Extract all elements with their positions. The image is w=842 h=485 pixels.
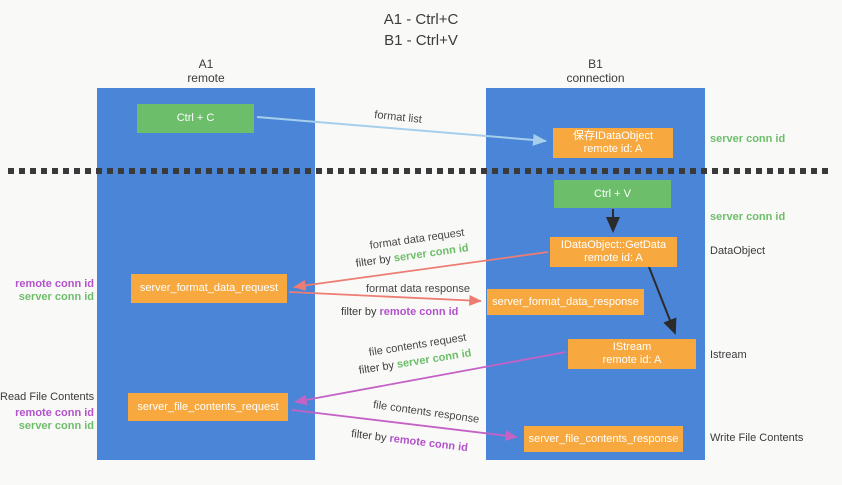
right-label-write-file-contents: Write File Contents	[710, 432, 804, 444]
node-server-file-contents-response: server_file_contents_response	[524, 426, 683, 452]
node-server-file-contents-response-label: server_file_contents_response	[528, 432, 679, 445]
node-server-file-contents-request-label: server_file_contents_request	[137, 400, 279, 413]
left-label-remote-conn-id-bottom: remote conn id	[15, 407, 94, 419]
arrow-getdata-to-istream	[648, 266, 677, 335]
node-server-file-contents-request: server_file_contents_request	[128, 393, 288, 421]
title-line1: A1 - Ctrl+C	[383, 11, 459, 28]
filter-by-text-2: filter by	[341, 306, 377, 318]
diagram-title: A1 - Ctrl+C B1 - Ctrl+V	[0, 9, 842, 51]
node-idataobject-getdata: IDataObject::GetData remote id: A	[550, 237, 677, 267]
node-ctrl-c-label: Ctrl + C	[176, 112, 215, 124]
node-server-format-data-request: server_format_data_request	[131, 274, 287, 303]
arrow-format-data-response	[288, 291, 482, 306]
node-server-format-data-request-label: server_format_data_request	[139, 282, 279, 294]
title-line2: B1 - Ctrl+V	[384, 32, 458, 49]
left-label-remote-conn-id-top: remote conn id	[15, 278, 94, 290]
left-column-subtitle: remote	[187, 71, 225, 85]
edge-label-filter-format-response: filter by remote conn id	[341, 306, 458, 318]
node-ctrl-v-label: Ctrl + V	[594, 187, 631, 200]
left-label-server-conn-id-bottom: server conn id	[18, 420, 94, 432]
arrow-format-list	[256, 116, 547, 146]
node-server-format-data-response-label: server_format_data_response	[492, 295, 639, 308]
left-column-name: A1	[198, 57, 214, 71]
arrow-format-data-request	[293, 251, 549, 291]
left-label-server-conn-id-top: server conn id	[18, 291, 94, 303]
right-label-dataobject: DataObject	[710, 245, 766, 257]
node-server-format-data-response: server_format_data_response	[487, 289, 644, 315]
right-column-header: B1 connection	[486, 57, 705, 85]
right-column-name: B1	[588, 57, 603, 71]
right-label-server-conn-id-top: server conn id	[710, 133, 786, 145]
right-label-istream: Istream	[710, 349, 747, 361]
node-istream: IStream remote id: A	[568, 339, 696, 369]
node-save-dataobject-line1: 保存IDataObject	[572, 130, 654, 142]
node-ctrl-v: Ctrl + V	[554, 180, 671, 208]
right-column-subtitle: connection	[566, 71, 625, 85]
node-idataobject-getdata-line1: IDataObject::GetData	[560, 239, 667, 251]
left-label-read-file-contents: Read File Contents	[0, 391, 95, 403]
node-save-dataobject-line2: remote id: A	[583, 143, 643, 155]
arrow-file-contents-response	[291, 409, 518, 441]
right-label-server-conn-id-mid: server conn id	[710, 211, 786, 223]
node-istream-line2: remote id: A	[602, 354, 662, 366]
left-column-header: A1 remote	[97, 57, 315, 85]
node-ctrl-c: Ctrl + C	[137, 104, 254, 133]
node-idataobject-getdata-line2: remote id: A	[584, 252, 643, 264]
arrow-file-contents-request	[294, 351, 567, 406]
node-istream-line1: IStream	[612, 341, 652, 353]
node-save-dataobject: 保存IDataObject remote id: A	[553, 128, 673, 158]
remote-conn-id-text-1: remote conn id	[379, 306, 459, 318]
edge-label-format-data-response: format data response	[366, 283, 470, 295]
